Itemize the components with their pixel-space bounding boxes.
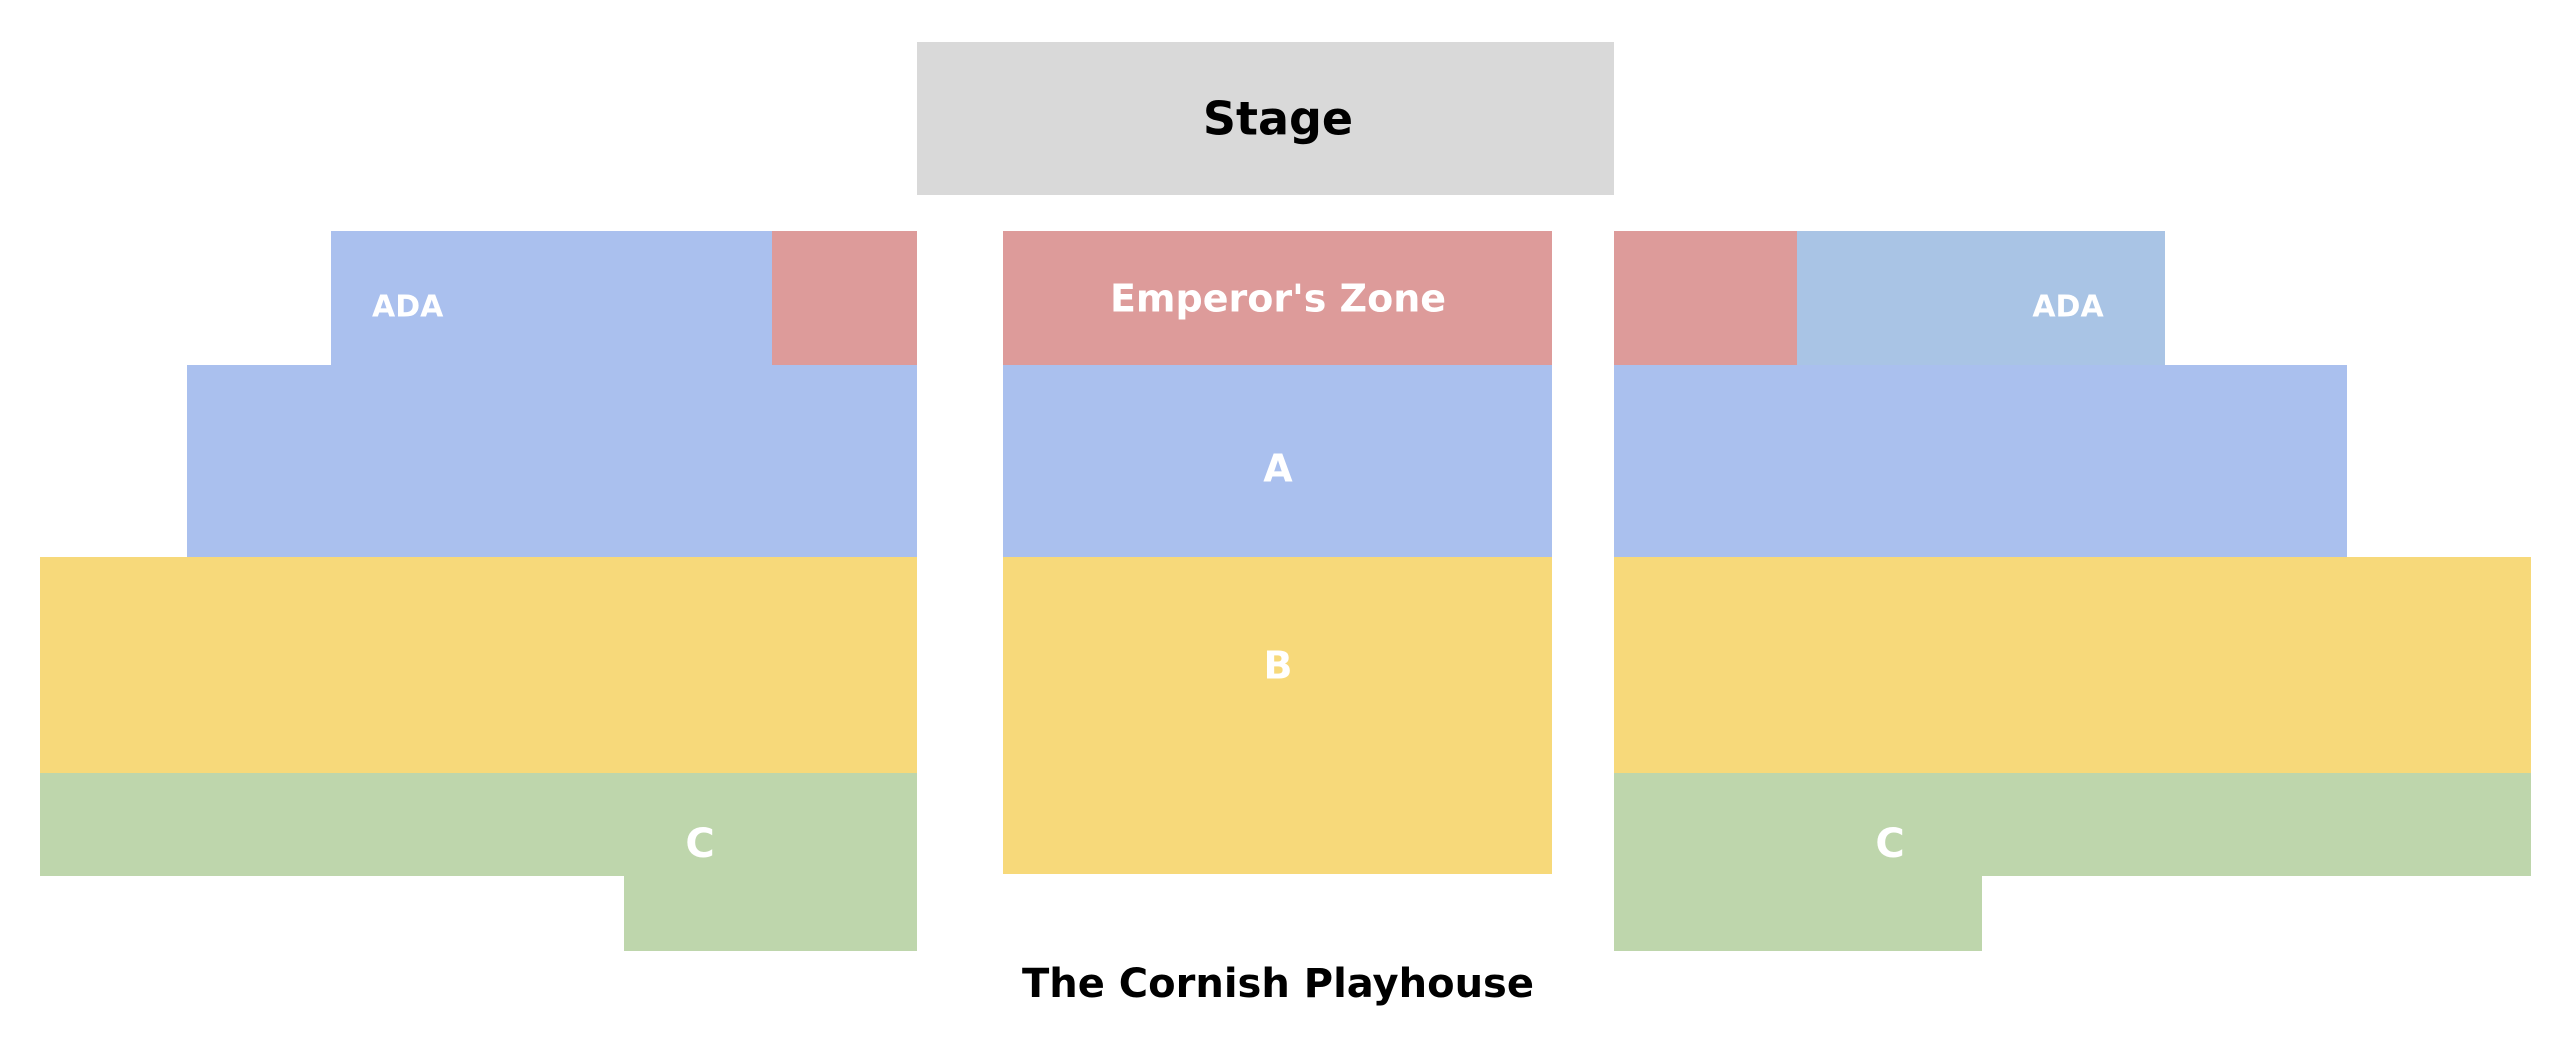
venue-title: The Cornish Playhouse <box>1022 961 1534 1007</box>
stage-label: Stage <box>1203 92 1353 146</box>
stage-block[interactable] <box>917 42 1614 195</box>
right-ada-label: ADA <box>2032 290 2104 325</box>
left-c-lower-block[interactable] <box>624 876 917 951</box>
left-c-upper-block[interactable] <box>40 773 917 876</box>
left-section[interactable]: ADA C <box>40 231 917 951</box>
right-emperor-block[interactable] <box>1614 231 1797 365</box>
right-c-lower-block[interactable] <box>1614 876 1982 951</box>
center-b-block[interactable] <box>1003 557 1552 874</box>
center-a-block[interactable] <box>1003 365 1552 557</box>
left-ada-label: ADA <box>372 290 444 325</box>
right-section[interactable]: ADA C <box>1614 231 2531 951</box>
left-c-label: C <box>685 821 714 867</box>
left-b-block[interactable] <box>40 557 917 773</box>
right-c-upper-block[interactable] <box>1614 773 2531 876</box>
right-a-block[interactable] <box>1614 365 2347 557</box>
right-b-block[interactable] <box>1614 557 2531 773</box>
left-emperor-block[interactable] <box>772 231 917 365</box>
right-c-label: C <box>1875 821 1904 867</box>
right-ada-block[interactable] <box>1797 231 2165 365</box>
center-b-label: B <box>1264 644 1293 688</box>
left-ada-block[interactable] <box>331 231 772 365</box>
center-section[interactable]: Emperor's Zone A B <box>1003 231 1552 874</box>
left-a-block[interactable] <box>187 365 917 557</box>
center-a-label: A <box>1263 447 1293 491</box>
stage[interactable]: Stage <box>917 42 1614 195</box>
emperors-zone-label: Emperor's Zone <box>1110 277 1446 321</box>
emperors-zone-block[interactable] <box>1003 231 1552 365</box>
